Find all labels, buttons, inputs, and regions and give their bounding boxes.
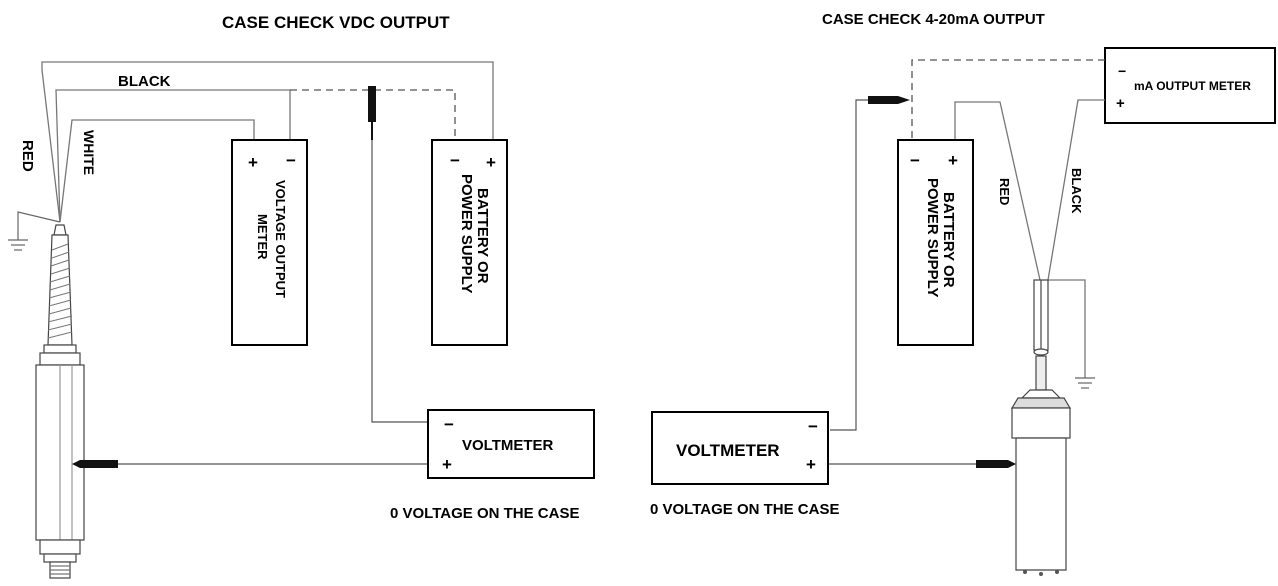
left-voltmeter-minus: − bbox=[444, 415, 454, 434]
left-wires bbox=[41, 61, 494, 223]
right-ma-meter-minus: − bbox=[1118, 63, 1126, 79]
left-voltmeter-label: VOLTMETER bbox=[462, 437, 554, 454]
left-ground-icon bbox=[8, 211, 61, 251]
left-power-supply: − + BATTERY OR POWER SUPPLY bbox=[431, 139, 508, 346]
left-power-supply-plus: + bbox=[486, 153, 496, 172]
right-dashed-wire bbox=[911, 59, 1105, 140]
right-power-supply-plus: + bbox=[948, 151, 958, 170]
right-wires bbox=[954, 99, 1105, 378]
left-voltage-meter: + − VOLTAGE OUTPUT METER bbox=[231, 139, 308, 346]
right-voltmeter-label: VOLTMETER bbox=[676, 441, 780, 460]
left-transducer bbox=[35, 224, 85, 579]
right-power-supply-label-2: POWER SUPPLY bbox=[924, 178, 941, 297]
left-caption: 0 VOLTAGE ON THE CASE bbox=[390, 505, 579, 522]
left-probe-top-icon bbox=[368, 86, 430, 423]
left-voltage-meter-label-2: METER bbox=[255, 214, 270, 260]
left-voltage-meter-plus: + bbox=[248, 153, 258, 172]
left-wire-black-label: BLACK bbox=[118, 73, 171, 90]
left-dashed-wire bbox=[290, 89, 456, 140]
left-voltmeter: − + VOLTMETER bbox=[427, 409, 595, 479]
left-voltmeter-plus: + bbox=[442, 455, 452, 474]
right-wire-black-label: BLACK bbox=[1069, 168, 1084, 214]
left-power-supply-minus: − bbox=[450, 151, 460, 170]
right-probe-icon bbox=[828, 460, 1016, 468]
left-voltage-meter-minus: − bbox=[286, 151, 296, 170]
right-ground-icon bbox=[1075, 377, 1095, 389]
right-ma-meter-label: mA OUTPUT METER bbox=[1134, 79, 1251, 93]
right-ma-meter: − mA OUTPUT METER + bbox=[1104, 47, 1276, 124]
right-voltmeter: VOLTMETER − + bbox=[651, 411, 829, 485]
left-power-supply-label-2: POWER SUPPLY bbox=[458, 174, 475, 293]
left-power-supply-label-1: BATTERY OR bbox=[474, 188, 491, 284]
right-caption: 0 VOLTAGE ON THE CASE bbox=[650, 501, 839, 518]
left-title: CASE CHECK VDC OUTPUT bbox=[222, 13, 450, 32]
left-wire-white-label: WHITE bbox=[81, 130, 97, 175]
left-probe-icon bbox=[72, 460, 440, 468]
right-wire-red-label: RED bbox=[997, 178, 1012, 205]
right-voltmeter-plus: + bbox=[806, 455, 816, 474]
right-power-supply-label-1: BATTERY OR bbox=[940, 192, 957, 288]
right-ma-meter-plus: + bbox=[1116, 95, 1125, 112]
right-power-supply: − + BATTERY OR POWER SUPPLY bbox=[897, 139, 974, 346]
right-power-supply-minus: − bbox=[910, 151, 920, 170]
left-wire-red-label: RED bbox=[19, 140, 36, 172]
left-voltage-meter-label-1: VOLTAGE OUTPUT bbox=[273, 180, 288, 298]
right-title: CASE CHECK 4-20mA OUTPUT bbox=[822, 11, 1045, 28]
right-transducer bbox=[1010, 279, 1072, 576]
right-probe-top-icon bbox=[830, 96, 910, 431]
right-voltmeter-minus: − bbox=[808, 417, 818, 436]
